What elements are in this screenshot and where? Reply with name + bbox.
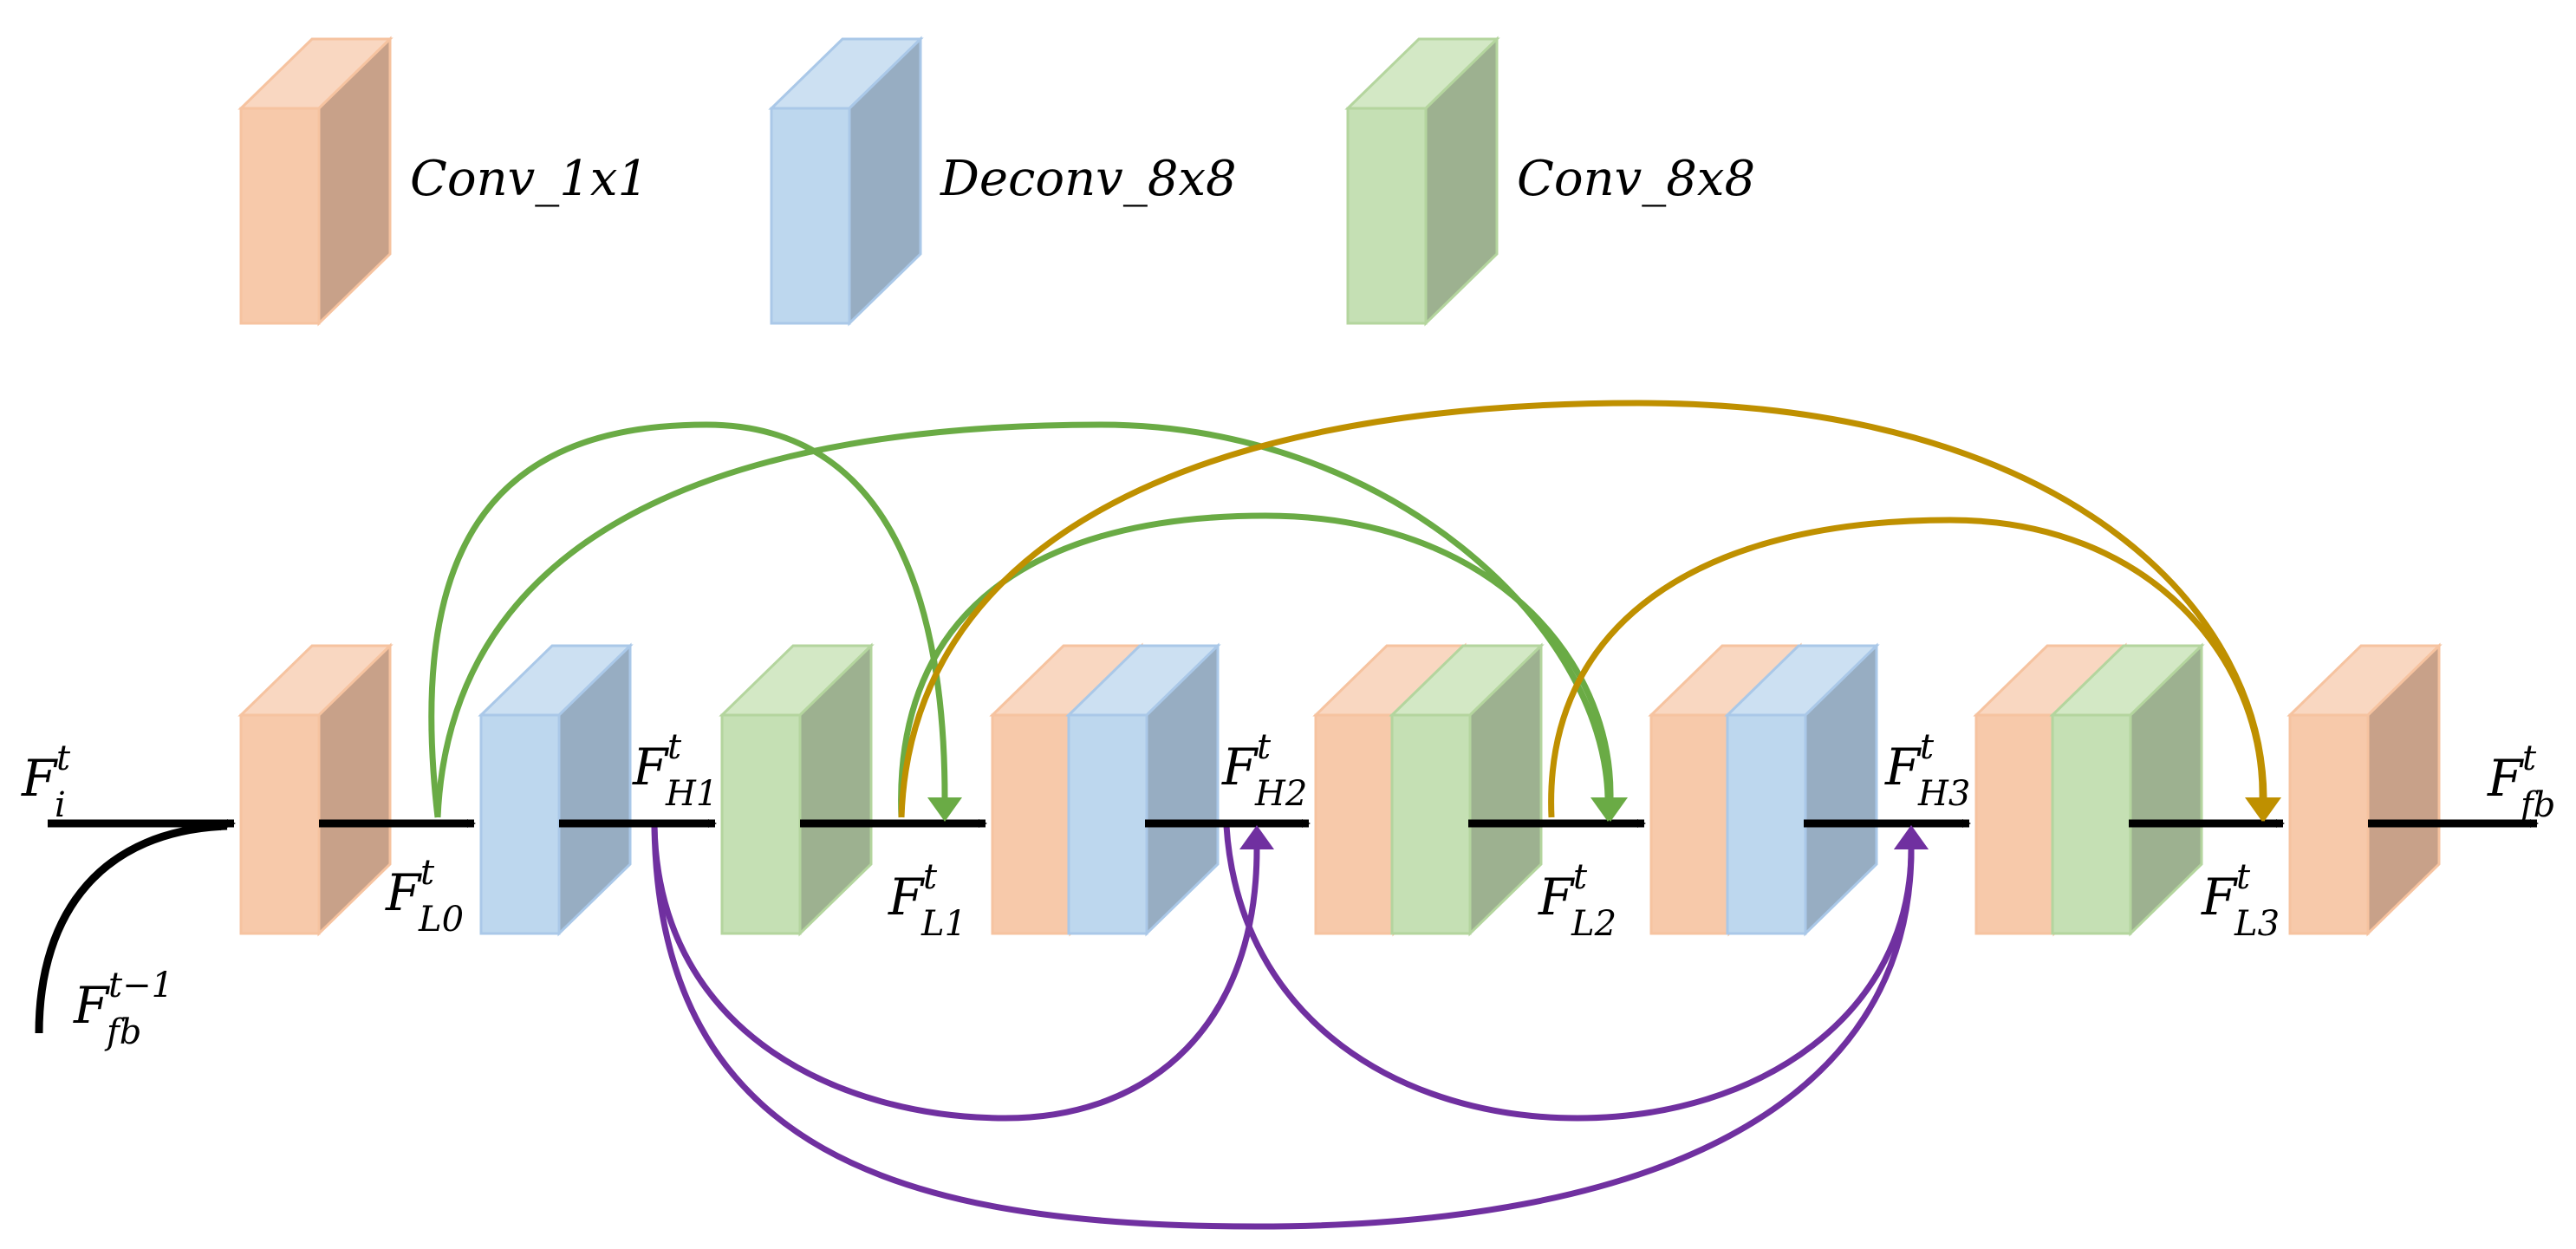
block-conv-1x1-in-layer-conv-1x1 xyxy=(237,642,394,937)
skip-l1-to-block3 xyxy=(898,512,1614,818)
label-base: F xyxy=(385,863,422,922)
pipeline-blocks xyxy=(237,642,2443,937)
skip-connections xyxy=(428,400,2267,1230)
label-base: F xyxy=(2487,749,2524,808)
label-base: F xyxy=(2201,868,2238,927)
skip-h1-to-block3b xyxy=(651,825,1915,1230)
block-deconv-1 xyxy=(478,642,634,937)
label-superscript: t xyxy=(1920,727,1935,767)
block-conv1x1-conv-2 xyxy=(1312,642,1545,937)
skip-l0-to-block2-head xyxy=(927,797,962,822)
label-base: F xyxy=(21,749,58,808)
label-base: F xyxy=(1221,738,1259,797)
skip-l0-to-block2 xyxy=(428,421,948,818)
skip-l1-to-out xyxy=(898,400,2267,818)
label-superscript: t xyxy=(56,738,71,778)
label-subscript: L0 xyxy=(418,900,464,940)
label-base: F xyxy=(73,976,110,1035)
legend-label-conv-1x1: Conv_1x1 xyxy=(410,151,648,207)
block-conv1x1-conv-2-layer-conv-8x8 xyxy=(1389,642,1545,937)
label-superscript: t xyxy=(667,727,682,767)
skip-h2-to-block3b xyxy=(1223,825,1915,1122)
label-superscript: t−1 xyxy=(108,966,173,1005)
label-superscript: t xyxy=(1573,857,1588,897)
label-subscript: H2 xyxy=(1254,774,1307,814)
legend-item-conv-1x1: Conv_1x1 xyxy=(237,36,648,327)
label-subscript: L2 xyxy=(1571,904,1617,944)
skip-l2-to-out-head xyxy=(2245,797,2280,822)
skip-h1-to-block2b xyxy=(651,825,1260,1122)
legend-item-conv-8x8: Conv_8x8 xyxy=(1344,36,1755,327)
skip-l1-to-block3-head xyxy=(1593,797,1628,822)
label-subscript: L1 xyxy=(920,904,966,944)
label-subscript: i xyxy=(55,785,66,825)
label-superscript: t xyxy=(420,853,435,893)
block-conv-1x1-out xyxy=(2287,642,2443,937)
label-superscript: t xyxy=(2236,857,2251,897)
block-conv-1x1-in xyxy=(237,642,394,937)
label-subscript: L3 xyxy=(2234,904,2280,944)
block-conv1x1-deconv-3 xyxy=(1648,642,1880,937)
block-conv-1-layer-conv-8x8 xyxy=(719,642,875,937)
label-base: F xyxy=(888,868,925,927)
skip-h2-to-block3b-head xyxy=(1894,825,1929,849)
arrow-feedback-prev xyxy=(35,822,229,1034)
legend-swatch-deconv-8x8 xyxy=(768,36,924,327)
legend-swatch-conv-8x8 xyxy=(1344,36,1500,327)
label-base: F xyxy=(1538,868,1575,927)
label-superscript: t xyxy=(923,857,938,897)
legend: Conv_1x1 Deconv_8x8 Conv_8x8 xyxy=(237,36,1755,327)
legend-label-conv-8x8: Conv_8x8 xyxy=(1517,151,1755,207)
label-subscript: fb xyxy=(104,1012,141,1052)
block-conv1x1-deconv-2-layer-deconv-8x8 xyxy=(1065,642,1221,937)
legend-item-deconv-8x8: Deconv_8x8 xyxy=(768,36,1237,327)
block-conv1x1-deconv-2 xyxy=(989,642,1221,937)
block-conv1x1-conv-3-layer-conv-8x8 xyxy=(2049,642,2205,937)
label-superscript: t xyxy=(2522,738,2537,778)
label-subscript: fb xyxy=(2518,785,2555,825)
block-deconv-1-layer-deconv-8x8 xyxy=(478,642,634,937)
label-superscript: t xyxy=(1257,727,1272,767)
legend-label-deconv-8x8: Deconv_8x8 xyxy=(940,151,1237,207)
block-conv1x1-deconv-3-layer-deconv-8x8 xyxy=(1724,642,1880,937)
skip-h1-to-block2b-head xyxy=(1239,825,1274,849)
block-conv-1 xyxy=(719,642,875,937)
block-conv1x1-conv-3 xyxy=(1973,642,2205,937)
label-base: F xyxy=(632,738,669,797)
main-flow-arrows xyxy=(35,819,2539,1034)
legend-swatch-conv-1x1 xyxy=(237,36,394,327)
label-subscript: H3 xyxy=(1917,774,1970,814)
block-conv-1x1-out-layer-conv-1x1 xyxy=(2287,642,2443,937)
arrowheads-overlay xyxy=(927,797,2281,849)
skip-l2-to-out xyxy=(1548,517,2266,818)
label-base: F xyxy=(1884,738,1922,797)
label-subscript: H1 xyxy=(665,774,718,814)
